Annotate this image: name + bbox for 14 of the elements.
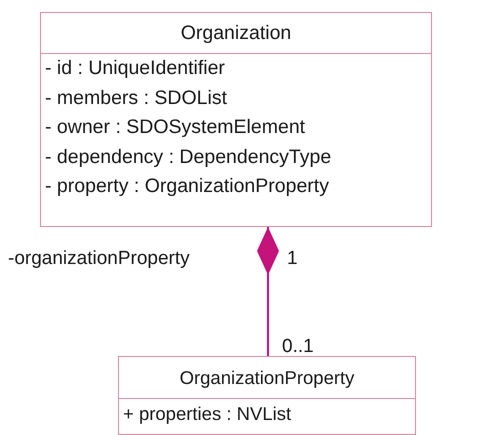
association-line (257, 227, 279, 356)
class-name: Organization (41, 13, 431, 54)
attribute-text: + properties : NVList (122, 402, 292, 426)
attribute-text: - property : OrganizationProperty (44, 174, 330, 199)
attribute-text: - dependency : DependencyType (44, 144, 332, 170)
multiplicity-label: 1 (287, 248, 298, 270)
role-name: -organizationProperty (8, 248, 190, 270)
class-box (40, 12, 432, 227)
attribute-text: - owner : SDOSystemElement (44, 115, 306, 140)
attribute-text: - members : SDOList (44, 86, 228, 110)
attribute-text: - id : UniqueIdentifier (44, 56, 226, 81)
class-box (118, 356, 416, 435)
multiplicity-label: 0..1 (282, 336, 314, 358)
class-name: OrganizationProperty (119, 357, 415, 399)
